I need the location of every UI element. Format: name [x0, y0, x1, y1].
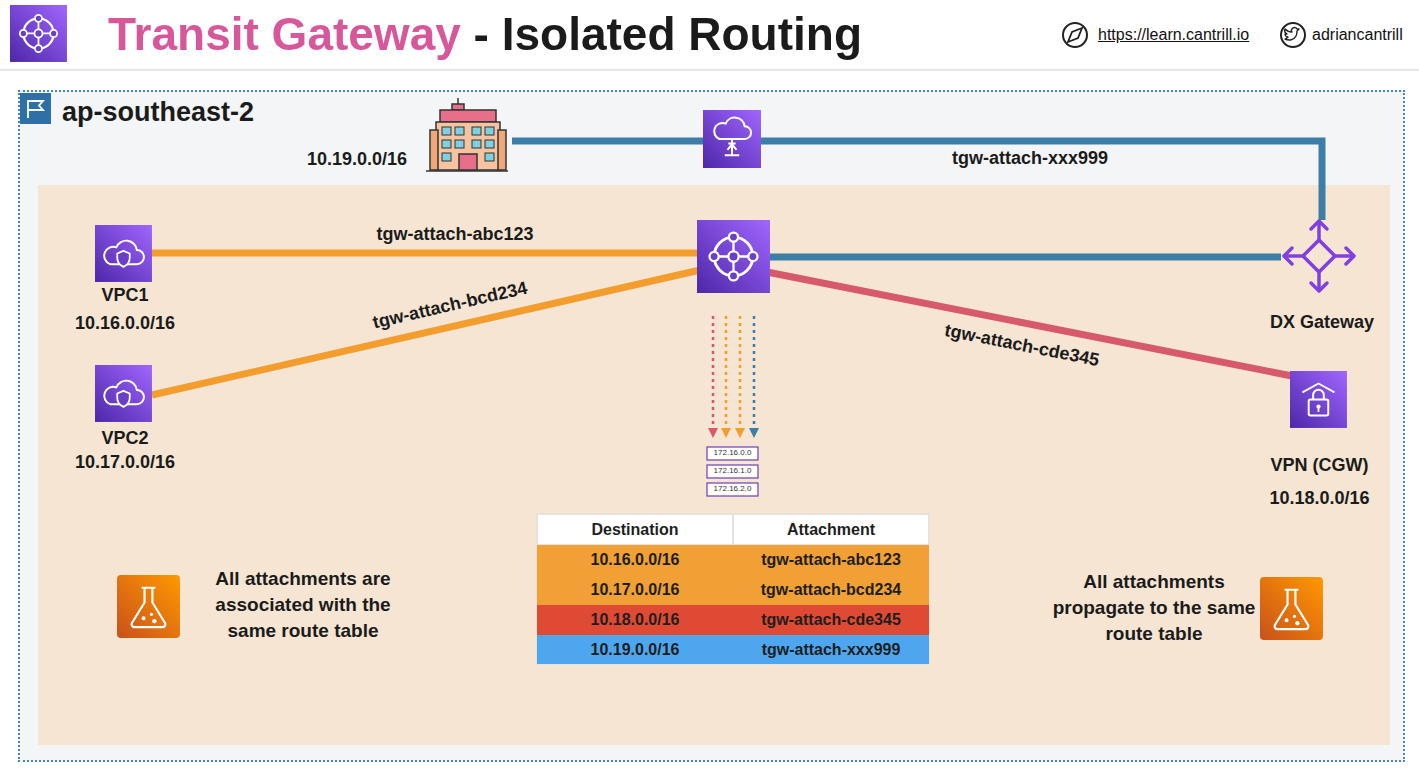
table-cell: 10.19.0.0/16 — [537, 635, 733, 664]
cidr-label: 10.19.0.0/16 — [307, 148, 412, 170]
region-name: ap-southeast-2 — [62, 96, 382, 128]
attachment-label: tgw-attach-abc123 — [360, 223, 550, 245]
vpn-name: VPN (CGW) — [1242, 454, 1397, 476]
attachment-label: tgw-attach-cde345 — [927, 316, 1118, 374]
dx-location-icon — [703, 110, 761, 168]
vpc-node: VPC210.17.0.0/16 — [58, 364, 192, 476]
cidr-label: 10.18.0.0/16 — [1242, 487, 1397, 509]
table-cell: tgw-attach-bcd234 — [733, 575, 929, 605]
attachment-line — [767, 254, 1281, 261]
twitter-icon — [1281, 23, 1305, 47]
cidr-label: 10.16.0.0/16 — [58, 312, 192, 334]
attachment-line — [767, 272, 1292, 376]
route-table-icon — [707, 447, 758, 496]
vpc-node: VPC1 10.16.0.0/16 — [58, 224, 192, 336]
arrow-heads — [708, 428, 759, 438]
table-cell: 10.17.0.0/16 — [537, 575, 733, 605]
attachment-line — [152, 250, 700, 257]
route-table-grid — [537, 514, 929, 664]
lab-flask-icon — [117, 575, 180, 638]
website-icon — [1063, 23, 1087, 47]
vpc-name: VPC1 — [58, 284, 192, 306]
lab-flask-icon — [1260, 577, 1323, 640]
table-header: Attachment — [733, 514, 929, 545]
table-cell: tgw-attach-cde345 — [733, 605, 929, 635]
vpc-icon — [95, 365, 152, 422]
table-cell: tgw-attach-abc123 — [733, 545, 929, 575]
dx-gateway-icon — [1284, 221, 1354, 291]
table-cell: tgw-attach-xxx999 — [733, 635, 929, 664]
url-text: https://learn.cantrill.io — [1098, 24, 1270, 46]
note-text: All attachments are associated with the … — [195, 566, 411, 646]
vpc-area — [38, 185, 1390, 745]
vpn-icon — [1290, 371, 1347, 428]
propagation-arrows — [713, 316, 754, 428]
note-text: All attachments propagate to the same ro… — [1044, 569, 1264, 649]
route-entry: 172.16.2.0 — [707, 483, 758, 496]
gateway-name: DX Gateway — [1252, 311, 1392, 333]
cidr-label: 10.17.0.0/16 — [58, 451, 192, 473]
vpn-node: VPN (CGW) 10.18.0.0/16 — [1242, 369, 1397, 511]
handle-text: adriancantrill — [1312, 24, 1412, 46]
route-entry: 172.16.0.0 — [707, 447, 758, 460]
header-rule — [0, 69, 1419, 71]
vpc-icon — [95, 225, 152, 282]
table-header: Destination — [537, 514, 733, 545]
table-cell: 10.18.0.0/16 — [537, 605, 733, 635]
on-premises-site: 10.19.0.0/16 — [300, 96, 512, 182]
edge-label: tgw-attach-xxx999 — [935, 147, 1125, 169]
attachment-label: tgw-attach-bcd234 — [355, 273, 545, 337]
route-entry: 172.16.1.0 — [707, 465, 758, 478]
title-text: Transit Gateway - Isolated Routing — [108, 6, 862, 62]
region-fill — [18, 90, 1405, 762]
logo-icon — [10, 5, 67, 62]
vpc-name: VPC2 — [58, 427, 192, 449]
region-flag-icon — [20, 93, 51, 124]
attachment-line — [152, 270, 700, 395]
transit-gateway-icon — [697, 220, 770, 293]
building-icon — [426, 98, 508, 171]
attachment-connector — [512, 141, 1322, 220]
dx-gateway-node: DX Gateway — [1252, 220, 1392, 338]
table-cell: 10.16.0.0/16 — [537, 545, 733, 575]
